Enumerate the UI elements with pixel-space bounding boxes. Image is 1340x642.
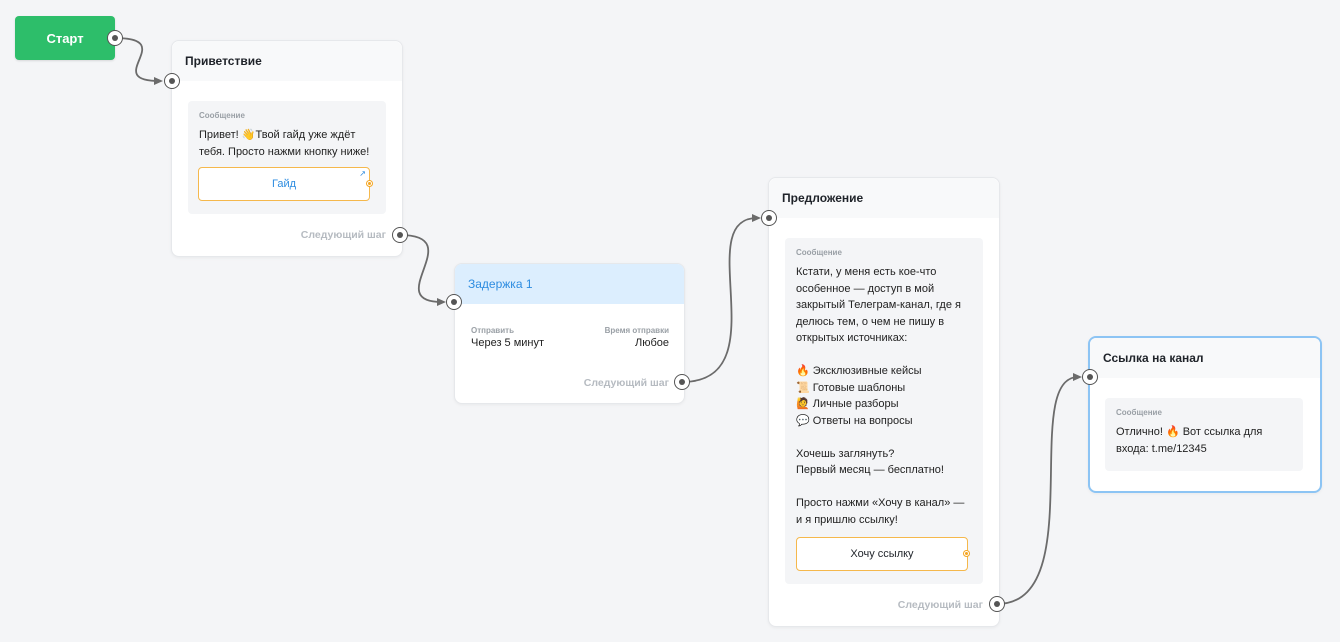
delay-next-step-port[interactable] (674, 374, 690, 390)
want-link-button-port[interactable] (963, 550, 970, 557)
offer-next-step-label: Следующий шаг (897, 599, 983, 611)
greeting-title: Приветствие (172, 41, 402, 81)
wire-greeting-to-delay (399, 234, 443, 303)
offer-next-step-port[interactable] (989, 596, 1005, 612)
offer-title: Предложение (769, 178, 999, 218)
channel-message-text: Отлично! 🔥 Вот ссылка для входа: t.me/12… (1116, 426, 1263, 455)
send-value: Через 5 минут (471, 337, 545, 349)
arrow-channel (1073, 373, 1082, 381)
offer-message-block[interactable]: Сообщение Кстати, у меня есть кое-что ос… (785, 238, 983, 584)
greeting-next-step-label: Следующий шаг (300, 229, 386, 241)
greeting-input-port[interactable] (164, 73, 180, 89)
greeting-next-step-port[interactable] (392, 227, 408, 243)
external-link-icon: ↗ (359, 169, 366, 178)
channel-link-node[interactable]: Ссылка на канал Сообщение Отлично! 🔥 Вот… (1088, 336, 1322, 493)
arrow-offer (752, 214, 761, 222)
want-link-button-label: Хочу ссылку (850, 548, 914, 560)
greeting-message-text: Привет! 👋Твой гайд уже ждёт тебя. Просто… (199, 129, 370, 158)
delay-next-step-label: Следующий шаг (583, 377, 669, 389)
wire-delay-to-offer (681, 217, 758, 383)
want-link-button[interactable]: Хочу ссылку (796, 537, 968, 571)
delay-title: Задержка 1 (455, 264, 684, 304)
wire-start-to-greeting (114, 37, 161, 82)
offer-message-label: Сообщение (796, 248, 842, 257)
greeting-message-label: Сообщение (199, 111, 245, 120)
guide-button-port[interactable] (366, 180, 373, 187)
send-time-label: Время отправки (604, 326, 669, 335)
offer-message-text: Кстати, у меня есть кое-что особенное — … (796, 266, 965, 526)
arrow-delay (437, 298, 446, 306)
guide-button-label: Гайд (271, 178, 297, 190)
channel-link-input-port[interactable] (1082, 369, 1098, 385)
channel-message-label: Сообщение (1116, 408, 1162, 417)
send-time-value: Любое (634, 337, 669, 349)
delay-input-port[interactable] (446, 294, 462, 310)
arrow-greeting (154, 77, 163, 85)
channel-link-title: Ссылка на канал (1090, 338, 1320, 378)
send-label: Отправить (471, 326, 514, 335)
delay-node[interactable]: Задержка 1 Отправить Через 5 минут Время… (454, 263, 685, 404)
offer-input-port[interactable] (761, 210, 777, 226)
start-output-port[interactable] (107, 30, 123, 46)
wire-offer-to-channel (996, 376, 1079, 605)
channel-message-block[interactable]: Сообщение Отлично! 🔥 Вот ссылка для вход… (1105, 398, 1303, 471)
start-label: Старт (46, 30, 84, 46)
start-node[interactable]: Старт (15, 16, 115, 60)
guide-button[interactable]: Гайд ↗ (198, 167, 370, 201)
greeting-node[interactable]: Приветствие Сообщение Привет! 👋Твой гайд… (171, 40, 403, 257)
offer-node[interactable]: Предложение Сообщение Кстати, у меня ест… (768, 177, 1000, 627)
